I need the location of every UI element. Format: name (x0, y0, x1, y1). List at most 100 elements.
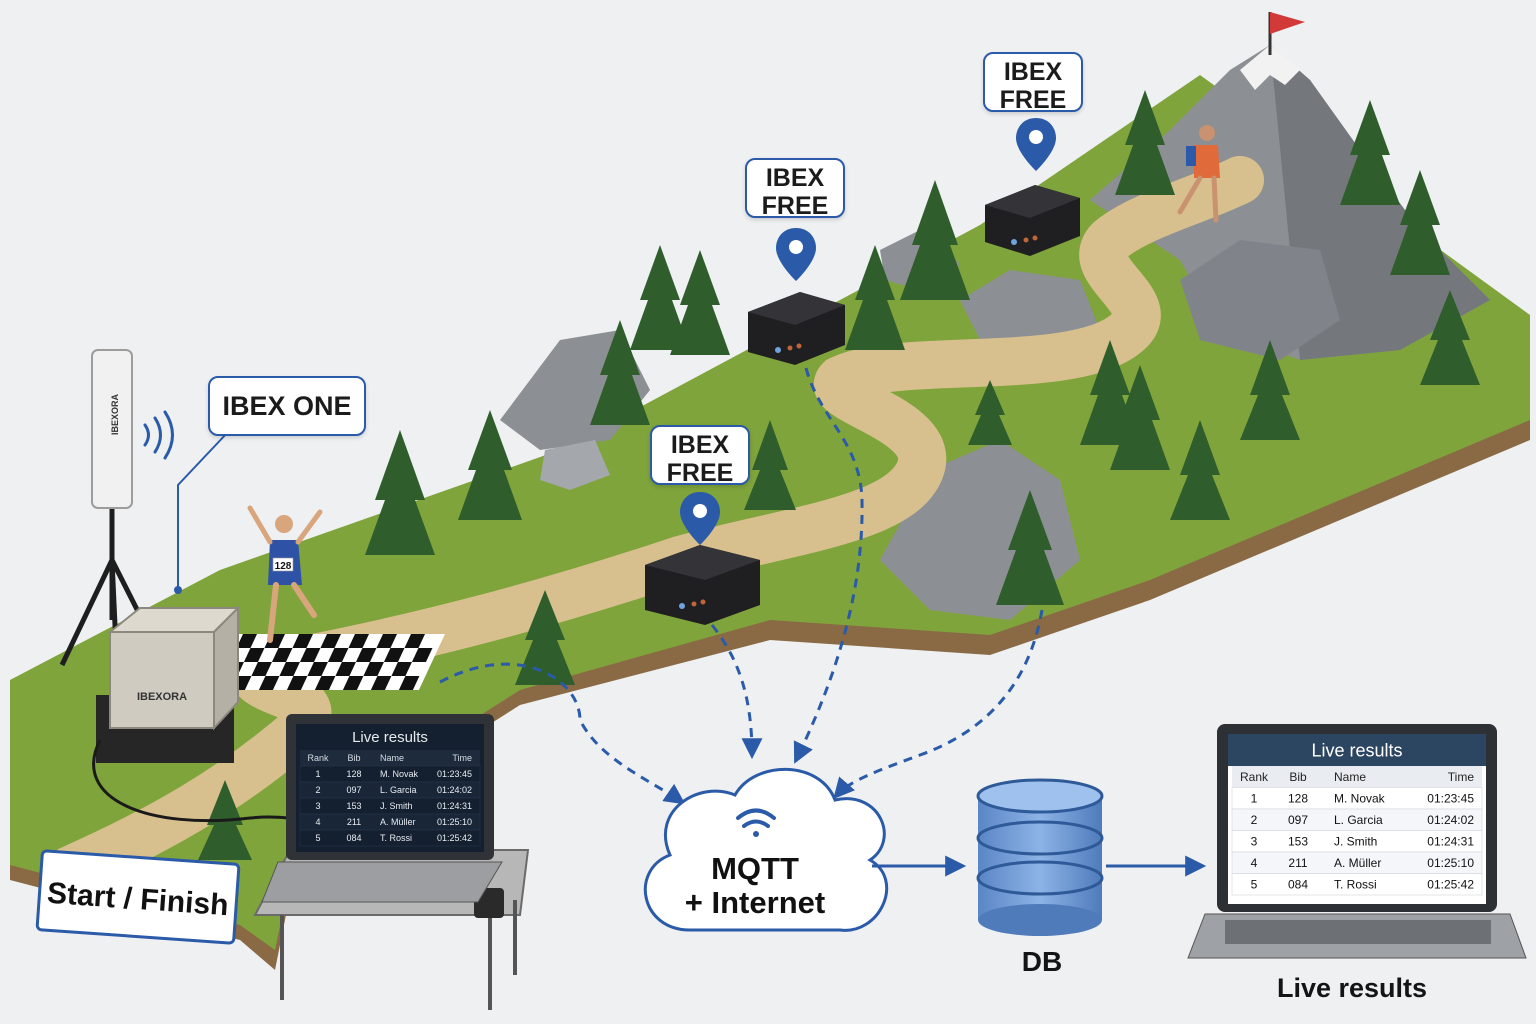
results-header-cell: Time (1448, 770, 1475, 784)
results-cell: 01:25:42 (1427, 878, 1474, 892)
finish-runner: 128 (247, 505, 323, 643)
results-cell: J. Smith (380, 801, 413, 811)
tree-icon (670, 250, 730, 355)
db-label: DB (1021, 946, 1063, 977)
dashed-arrow (833, 609, 1044, 800)
location-pin-icon (1016, 118, 1056, 171)
results-cell: 3 (315, 801, 320, 811)
cloud (643, 767, 889, 932)
results-header-cell: Name (1334, 770, 1366, 784)
tree-icon (900, 180, 970, 300)
results-cell: A. Müller (1334, 856, 1381, 870)
ibex-one-callout: IBEX ONE (208, 376, 366, 436)
cloud-label: MQTT + Internet (660, 852, 850, 920)
results-title-bar (1228, 734, 1486, 766)
results-header-cell: Bib (1289, 770, 1307, 784)
results-title: Live results (1311, 740, 1402, 760)
live-results-label: Live results (1276, 973, 1428, 1003)
results-cell: 2 (315, 785, 320, 795)
tree-icon (845, 245, 905, 350)
ibex-free-callout: IBEX FREE (650, 425, 750, 487)
tree-icon (515, 590, 575, 685)
results-cell: 5 (1251, 878, 1258, 892)
results-header-cell: Time (452, 753, 472, 763)
database-icon (976, 778, 1104, 936)
tree-icon (1110, 365, 1170, 470)
callout-leader (177, 431, 229, 590)
results-cell: 084 (1288, 878, 1308, 892)
results-header-cell: Bib (347, 753, 360, 763)
antenna-brand: IBEXORA (110, 393, 120, 435)
results-cell: T. Rossi (380, 833, 412, 843)
ibex-free-callout: IBEX FREE (745, 158, 845, 220)
results-header-cell: Name (380, 753, 404, 763)
results-cell: 01:24:31 (437, 801, 472, 811)
callout-line: IBEX (765, 164, 825, 192)
results-cell: 01:24:02 (437, 785, 472, 795)
summit-flag-icon (1270, 12, 1305, 34)
results-cell: A. Müller (380, 817, 416, 827)
callout-line: FREE (999, 86, 1067, 114)
results-cell: M. Novak (380, 769, 419, 779)
ibex-free-callout: IBEX FREE (983, 52, 1083, 114)
results-header-row (1232, 766, 1482, 788)
results-cell: 01:23:45 (437, 769, 472, 779)
tree-icon (365, 430, 435, 555)
results-cell: L. Garcia (1334, 813, 1383, 827)
results-cell: 128 (1288, 792, 1308, 806)
results-cell: T. Rossi (1334, 878, 1377, 892)
tree-icon (1170, 420, 1230, 520)
results-header-cell: Rank (307, 753, 329, 763)
dashed-arrow (439, 662, 686, 805)
results-cell: 153 (346, 801, 361, 811)
ibex-free-device (645, 545, 760, 625)
dashed-arrow (710, 624, 763, 760)
trees (198, 90, 1480, 860)
callout-line: IBEX (1003, 58, 1063, 86)
wifi-signal-icon (143, 410, 174, 460)
results-cell: 153 (1288, 835, 1308, 849)
results-row (299, 829, 481, 847)
finish-line (188, 634, 445, 690)
svg-text:128: 128 (275, 561, 292, 572)
antenna-panel (91, 349, 133, 509)
tree-icon (744, 420, 796, 510)
results-cell: 097 (1288, 813, 1308, 827)
results-cell: 01:25:42 (437, 833, 472, 843)
callout-line: FREE (761, 192, 829, 220)
results-cell: 01:25:10 (437, 817, 472, 827)
tree-icon (1390, 170, 1450, 275)
results-cell: 097 (346, 785, 361, 795)
tree-icon (1240, 340, 1300, 440)
results-header-cell: Rank (1240, 770, 1269, 784)
dashed-arrow (793, 367, 864, 764)
results-row (1231, 873, 1483, 896)
rock-cluster (540, 440, 610, 490)
trail (46, 156, 1264, 894)
results-header-row (300, 750, 480, 766)
start-finish-sign: Start / Finish (35, 849, 241, 945)
results-cell: 2 (1251, 813, 1258, 827)
results-cell: 01:24:31 (1427, 835, 1474, 849)
rock-cluster (960, 270, 1100, 350)
tree-icon (590, 320, 650, 425)
cloud-label-line: + Internet (684, 885, 826, 920)
tree-icon (1115, 90, 1175, 195)
tree-icon (968, 380, 1012, 445)
results-cell: J. Smith (1334, 835, 1377, 849)
results-title: Live results (352, 729, 428, 746)
results-cell: 3 (1251, 835, 1258, 849)
location-pin-icon (680, 492, 720, 545)
results-cell: 084 (346, 833, 361, 843)
results-title-bar (296, 724, 484, 750)
svg-text:IBEXORA: IBEXORA (137, 691, 187, 703)
results-cell: M. Novak (1334, 792, 1386, 806)
trail-runner (1177, 125, 1220, 223)
results-cell: L. Garcia (380, 785, 417, 795)
data-paths (439, 367, 1044, 805)
results-cell: 5 (315, 833, 320, 843)
ibex-free-device (748, 292, 845, 365)
